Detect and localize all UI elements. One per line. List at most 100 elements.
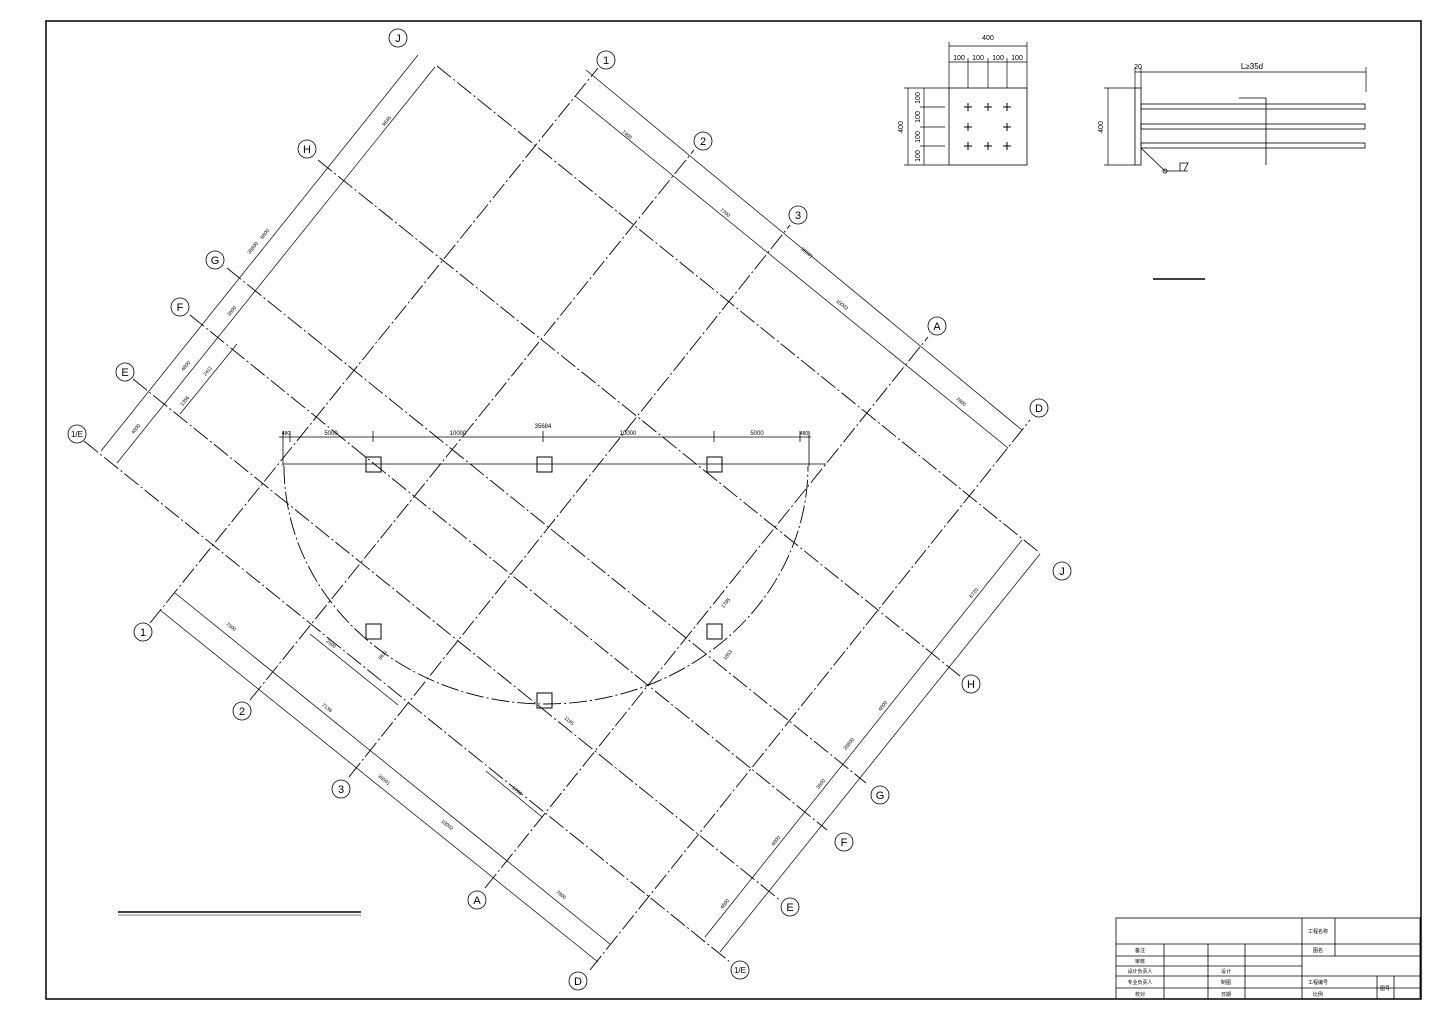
axis-bubbles: J H G F E 1/E 1 2 3 A D J 1 2 3 A D H G … [67, 28, 1072, 991]
svg-text:G: G [211, 255, 220, 267]
svg-text:G: G [876, 790, 885, 802]
dim-text: 9645 [381, 115, 393, 128]
axis-line-3 [348, 224, 791, 778]
axis-line-D [589, 419, 1031, 971]
sheet-border [45, 20, 1422, 1000]
dim-line-ur-inner [574, 95, 1009, 449]
axis-bubble-A-ll: A [467, 890, 487, 910]
svg-text:1: 1 [603, 55, 609, 67]
anchor-leader [1239, 97, 1267, 165]
tb-drafting: 制图 [1221, 979, 1231, 986]
anchor-bar [1140, 103, 1366, 110]
dim-text: 7500 [224, 621, 237, 633]
beam-overall-dim: 35684 [535, 424, 552, 430]
axis-bubble-E-ul: E [115, 362, 135, 382]
dim-line-ll-outer [174, 592, 611, 945]
tb-design-lead: 设计负责人 [1127, 968, 1152, 975]
axis-line-E [132, 378, 782, 902]
svg-text:2: 2 [700, 136, 706, 148]
dim-line-ll-inner [159, 609, 599, 963]
axis-grid [83, 54, 1041, 971]
axis-bubble-3-ll: 3 [331, 779, 351, 799]
dim-text: 10002 [439, 819, 454, 833]
tb-remark: 备注 [1135, 947, 1145, 954]
dim-text: 7800 [554, 889, 567, 901]
svg-text:H: H [303, 144, 311, 156]
plate-top-seg: 100 [1011, 55, 1023, 62]
axis-bubble-1-ur: 1 [596, 50, 616, 70]
axis-bubble-2-ll: 2 [232, 701, 252, 721]
anchor-bar [1140, 142, 1366, 149]
svg-text:1: 1 [140, 627, 146, 639]
tb-project-name: 工程名称 [1308, 928, 1328, 935]
svg-text:A: A [933, 321, 941, 333]
axis-line-1 [149, 67, 599, 624]
dim-text: 4800 [770, 835, 782, 848]
dim-line-ll-sub1 [309, 633, 399, 706]
beam-seg-5: 5000 [750, 431, 764, 437]
dim-text: 3600 [815, 778, 827, 791]
dim-text: 5766 [510, 785, 523, 797]
plate-side-seg: 100 [915, 92, 922, 104]
axis-bubble-H-lr: H [961, 674, 981, 694]
axis-bubble-G-ul: G [205, 250, 225, 270]
title-block: 工程名称 图名 备注 审核 设计负责人 设计 专业负责人 制图 校对 日期 工程… [1115, 917, 1421, 1000]
semicircle-arc [283, 465, 809, 705]
dim-line-ul-sub [179, 343, 238, 415]
dim-text: 1795 [720, 597, 732, 610]
axis-bubble-2-ur: 2 [693, 131, 713, 151]
svg-text:2: 2 [239, 706, 245, 718]
svg-text:J: J [1059, 566, 1065, 578]
svg-text:1/E: 1/E [71, 430, 83, 439]
plate-top-seg: 100 [953, 55, 965, 62]
tb-audit: 审核 [1135, 958, 1145, 965]
dim-line-lr-outer [719, 553, 1041, 953]
weld-marker [1162, 168, 1168, 174]
dim-text: 36800 [247, 241, 261, 256]
column [365, 456, 382, 473]
anchor-length-label: L≥35d [1241, 62, 1263, 71]
dim-text: 8800 [259, 228, 271, 241]
anchor-crosses [964, 103, 1011, 150]
column [706, 456, 723, 473]
svg-text:F: F [841, 837, 848, 849]
column [536, 456, 553, 473]
dim-line-ul-inner [116, 66, 436, 464]
beam-seg-6: 480 [800, 431, 809, 437]
dim-line-ur-outer [585, 69, 1023, 431]
dim-text: 4800 [719, 898, 731, 911]
dimension-texts: 9645 36800 8800 3600 4800 2411 1356 4800… [130, 115, 980, 911]
axis-bubble-D-ll: D [568, 971, 588, 991]
tb-drawing-no: 工程编号 [1308, 979, 1328, 986]
svg-text:1/E: 1/E [734, 966, 746, 975]
axis-line-F [189, 314, 828, 831]
tb-check: 校对 [1135, 991, 1145, 998]
axis-bubble-J-ur: J [1052, 561, 1072, 581]
column [706, 623, 723, 640]
plate-side-overall: 400 [898, 121, 905, 133]
axis-bubble-F-ul: F [170, 297, 190, 317]
dim-text: 3600 [226, 305, 238, 318]
tb-sheet: 图号 [1380, 986, 1390, 992]
dim-line-ul-outer [100, 54, 419, 452]
axis-bubble-3-ur: 3 [788, 205, 808, 225]
axis-line-H [317, 159, 961, 677]
plate-side-seg: 100 [915, 111, 922, 123]
embed-plate [948, 87, 1028, 166]
anchor-bar [1140, 123, 1366, 130]
dim-text: 28800 [843, 737, 857, 752]
dim-line-lr-inner [704, 539, 1023, 938]
axis-line-2 [249, 149, 695, 701]
dim-text: 4800 [130, 423, 142, 436]
dim-text: 38501 [799, 247, 814, 261]
columns [365, 456, 723, 709]
tb-prof-lead: 专业负责人 [1127, 979, 1152, 986]
axis-bubble-F-lr: F [834, 832, 854, 852]
dim-text: 39501 [376, 774, 391, 788]
anchor-thickness: 20 [1134, 64, 1142, 71]
dim-text: 6720 [968, 587, 980, 600]
axis-bubble-H-ul: H [297, 139, 317, 159]
dim-text: 7700 [718, 207, 731, 219]
title-block-frame [1115, 917, 1421, 1000]
